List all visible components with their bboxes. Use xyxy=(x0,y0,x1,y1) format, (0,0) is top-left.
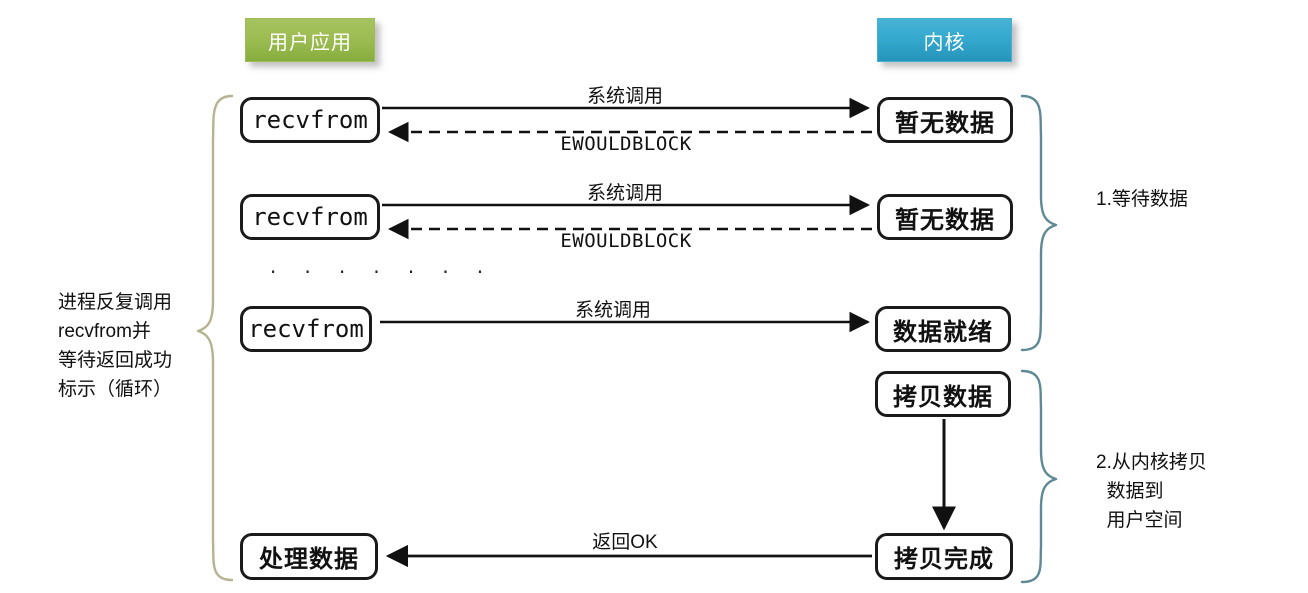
node-copy-data: 拷贝数据 xyxy=(875,371,1011,417)
user-application-label: 用户应用 xyxy=(245,18,375,62)
node-no-data-2: 暂无数据 xyxy=(877,194,1013,240)
node-recvfrom-1: recvfrom xyxy=(240,97,380,143)
node-data-ready: 数据就绪 xyxy=(875,306,1011,352)
right-annotation-stage-2: 2.从内核拷贝 数据到 用户空间 xyxy=(1096,452,1207,531)
left-annotation: 进程反复调用 recvfrom并 等待返回成功 标示（循环） xyxy=(58,292,173,400)
node-no-data-1: 暂无数据 xyxy=(877,97,1013,143)
node-copy-complete: 拷贝完成 xyxy=(875,533,1013,580)
row-2-syscall-label: 系统调用 xyxy=(586,183,663,204)
final-return-label: 返回OK xyxy=(592,532,658,553)
row-1-ewouldblock-label: EWOULDBLOCK xyxy=(560,133,692,155)
right-brace-stage-1 xyxy=(1020,94,1058,352)
row-3-syscall-label: 系统调用 xyxy=(574,300,651,321)
left-brace xyxy=(196,94,234,582)
repeat-ellipsis: . . . . . . . xyxy=(268,258,493,278)
row-1-syscall-label: 系统调用 xyxy=(586,86,663,107)
right-annotation-stage-1: 1.等待数据 xyxy=(1096,189,1188,210)
row-2-ewouldblock-label: EWOULDBLOCK xyxy=(560,230,692,252)
kernel-label: 内核 xyxy=(877,18,1012,62)
node-recvfrom-3: recvfrom xyxy=(240,306,372,352)
node-recvfrom-2: recvfrom xyxy=(240,194,380,240)
right-brace-stage-2 xyxy=(1020,369,1058,584)
node-process-data: 处理数据 xyxy=(240,533,378,580)
